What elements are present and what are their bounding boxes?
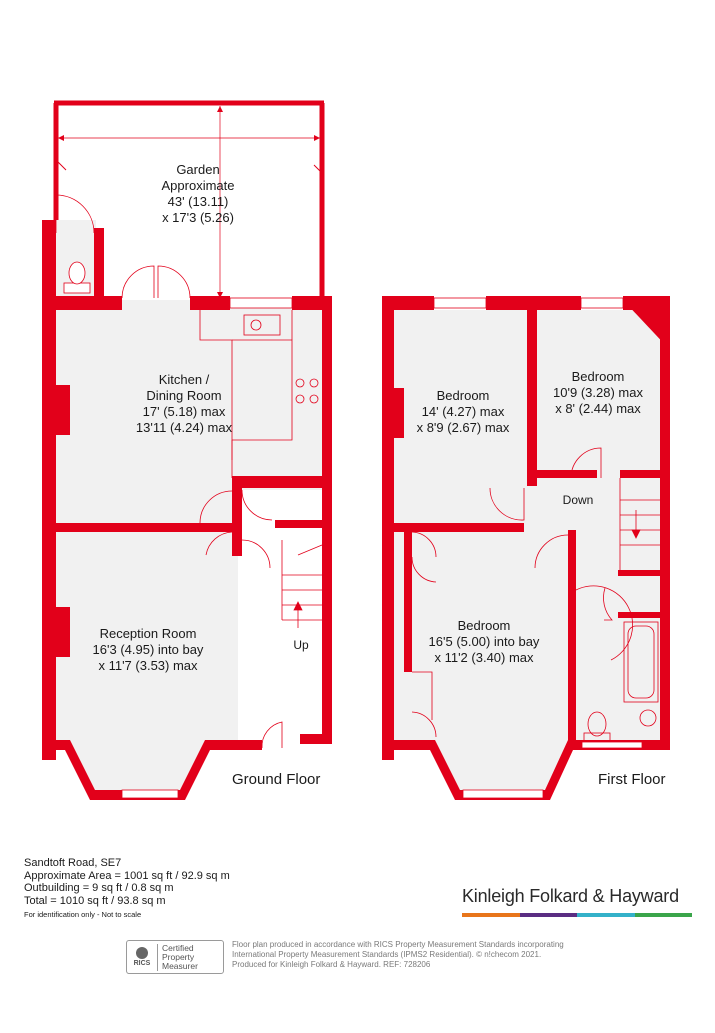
garden-name: Garden bbox=[176, 162, 219, 177]
first-floor-title: First Floor bbox=[598, 771, 666, 788]
bedroom-rear-left-width: x 8'9 (2.67) max bbox=[417, 420, 510, 435]
brand-bar-purple bbox=[519, 913, 577, 917]
bedroom-rear-right-label: Bedroom 10'9 (3.28) max x 8' (2.44) max bbox=[553, 369, 643, 416]
bedroom-front-name: Bedroom bbox=[458, 618, 511, 633]
agent-logo: Kinleigh Folkard & Hayward bbox=[462, 886, 692, 917]
first-floor-stairs bbox=[619, 478, 660, 570]
ground-floor-title: Ground Floor bbox=[232, 771, 320, 788]
first-floor-windows bbox=[433, 297, 643, 799]
rics-line-3: Measurer bbox=[162, 960, 198, 971]
rics-badge-text: RICS bbox=[133, 960, 151, 967]
bedroom-rear-left-length: 14' (4.27) max bbox=[422, 404, 505, 419]
brand-color-bar bbox=[462, 913, 692, 917]
agent-name: Kinleigh Folkard & Hayward bbox=[462, 886, 679, 906]
floor-plan: Garden Approximate 43' (13.11) x 17'3 (5… bbox=[42, 100, 670, 800]
ground-floor-doors bbox=[199, 489, 283, 749]
stairs-down-label: Down bbox=[563, 493, 594, 507]
ground-stairs bbox=[281, 540, 323, 628]
ground-floor-fill bbox=[52, 300, 322, 790]
brand-bar-orange bbox=[462, 913, 520, 917]
disclaimer-line-1: Floor plan produced in accordance with R… bbox=[232, 940, 564, 949]
disclaimer-line-2: International Property Measurement Stand… bbox=[232, 950, 542, 959]
kitchen-width: 13'11 (4.24) max bbox=[136, 420, 233, 435]
french-doors bbox=[121, 265, 191, 299]
rics-line-2: Property bbox=[162, 951, 195, 962]
kitchen-length: 17' (5.18) max bbox=[143, 404, 226, 419]
reception-width: x 11'7 (3.53) max bbox=[98, 658, 198, 673]
ground-floor-walls bbox=[42, 220, 332, 800]
first-floor-fill bbox=[393, 310, 660, 790]
bedroom-rear-left-name: Bedroom bbox=[437, 388, 490, 403]
kitchen-name: Kitchen / bbox=[159, 372, 210, 387]
kitchen-label: Kitchen / Dining Room 17' (5.18) max 13'… bbox=[136, 372, 233, 435]
disclaimer: Floor plan produced in accordance with R… bbox=[232, 940, 564, 970]
bathroom-fixtures bbox=[583, 621, 659, 742]
bedroom-rear-right-length: 10'9 (3.28) max bbox=[553, 385, 643, 400]
brand-bar-cyan bbox=[577, 913, 635, 917]
brand-bar-green bbox=[634, 913, 692, 917]
bedroom-front-width: x 11'2 (3.40) max bbox=[434, 650, 534, 665]
garden-length: 43' (13.11) bbox=[168, 194, 229, 209]
garden-approx: Approximate bbox=[162, 178, 235, 193]
approximate-area: Approximate Area = 1001 sq ft / 92.9 sq … bbox=[24, 869, 230, 882]
disclaimer-line-3: Produced for Kinleigh Folkard & Hayward.… bbox=[232, 960, 431, 969]
rics-certification-badge: RICS Certified Property Measurer bbox=[126, 940, 224, 974]
garden-label: Garden Approximate 43' (13.11) x 17'3 (5… bbox=[162, 162, 235, 225]
bedroom-rear-right-name: Bedroom bbox=[572, 369, 625, 384]
rics-certification-text: Certified Property Measurer bbox=[157, 942, 198, 971]
reception-length: 16'3 (4.95) into bay bbox=[93, 642, 204, 657]
total-area: Total = 1010 sq ft / 93.8 sq m bbox=[24, 894, 166, 907]
reception-label: Reception Room 16'3 (4.95) into bay x 11… bbox=[93, 626, 204, 673]
bedroom-front-length: 16'5 (5.00) into bay bbox=[429, 634, 540, 649]
property-info: Sandtoft Road, SE7 Approximate Area = 10… bbox=[24, 857, 230, 922]
bedroom-rear-left-label: Bedroom 14' (4.27) max x 8'9 (2.67) max bbox=[417, 388, 510, 435]
rics-logo-icon: RICS bbox=[127, 942, 157, 972]
property-address: Sandtoft Road, SE7 bbox=[24, 857, 122, 869]
kitchen-units bbox=[199, 310, 319, 478]
garden-width: x 17'3 (5.26) bbox=[162, 210, 234, 225]
bedroom-rear-right-width: x 8' (2.44) max bbox=[555, 401, 641, 416]
scale-note: For identification only - Not to scale bbox=[24, 910, 142, 919]
ground-floor-windows bbox=[121, 297, 293, 799]
kitchen-name-2: Dining Room bbox=[146, 388, 221, 403]
reception-name: Reception Room bbox=[100, 626, 197, 641]
bedroom-front-label: Bedroom 16'5 (5.00) into bay x 11'2 (3.4… bbox=[429, 618, 540, 665]
first-floor-walls bbox=[382, 296, 670, 800]
rics-line-1: Certified bbox=[162, 942, 194, 953]
stairs-up-label: Up bbox=[293, 638, 309, 652]
outbuilding-wc bbox=[55, 194, 104, 298]
outbuilding-area: Outbuilding = 9 sq ft / 0.8 sq m bbox=[24, 882, 174, 894]
